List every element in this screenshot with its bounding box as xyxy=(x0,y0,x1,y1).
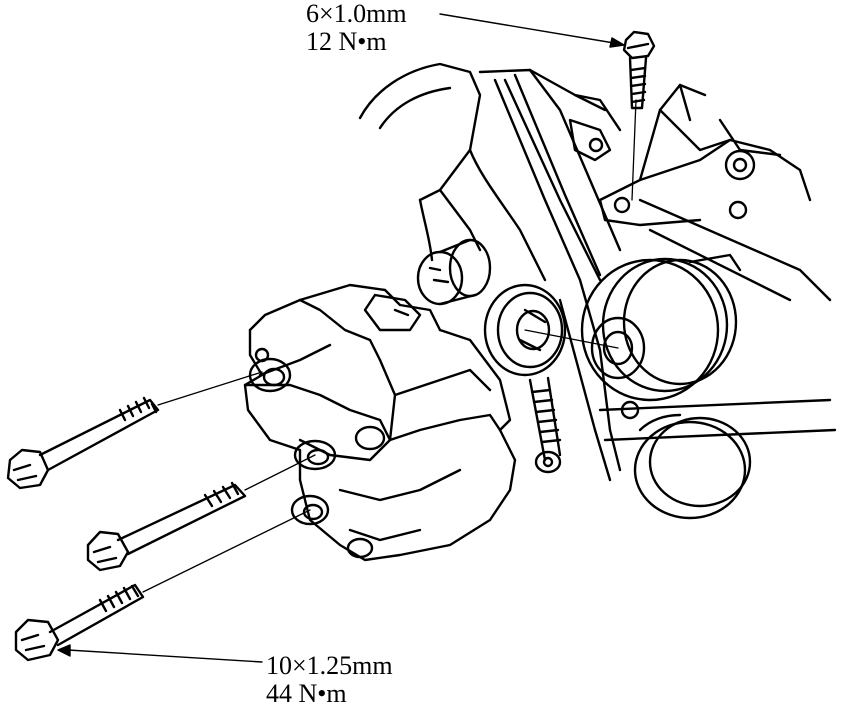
top-callout-arrowhead xyxy=(609,37,625,48)
tensioner-spring xyxy=(528,376,562,474)
bottom-callout-arrowhead xyxy=(57,644,71,657)
bottom-callout-leader xyxy=(67,649,263,663)
bracket-bolt-small xyxy=(622,30,656,110)
bottom-bolt-spec: 10×1.25mm 44 N•m xyxy=(266,652,393,708)
mounting-bolt-upper xyxy=(6,396,160,490)
top-bolt-spec: 6×1.0mm 12 N•m xyxy=(306,0,407,56)
engine-mount-bracket xyxy=(568,83,812,227)
tensioner-pulley xyxy=(483,283,567,377)
timing-cover xyxy=(358,62,622,282)
crankshaft-pulley xyxy=(580,253,742,402)
top-callout-leader xyxy=(439,13,621,45)
drive-belt xyxy=(493,73,837,482)
bottom-bolt-torque: 44 N•m xyxy=(266,679,347,708)
idler-pulley xyxy=(620,400,752,520)
tensioner-housing xyxy=(243,283,517,562)
top-bolt-size: 6×1.0mm xyxy=(306,0,407,28)
cam-hub xyxy=(416,238,492,306)
alignment-lines xyxy=(142,99,637,593)
callout-arrows xyxy=(57,13,625,663)
mounting-bolt-lower xyxy=(14,583,145,662)
bottom-bolt-size: 10×1.25mm xyxy=(266,651,393,680)
mounting-bolt-middle xyxy=(86,481,247,572)
top-bolt-torque: 12 N•m xyxy=(306,27,387,56)
